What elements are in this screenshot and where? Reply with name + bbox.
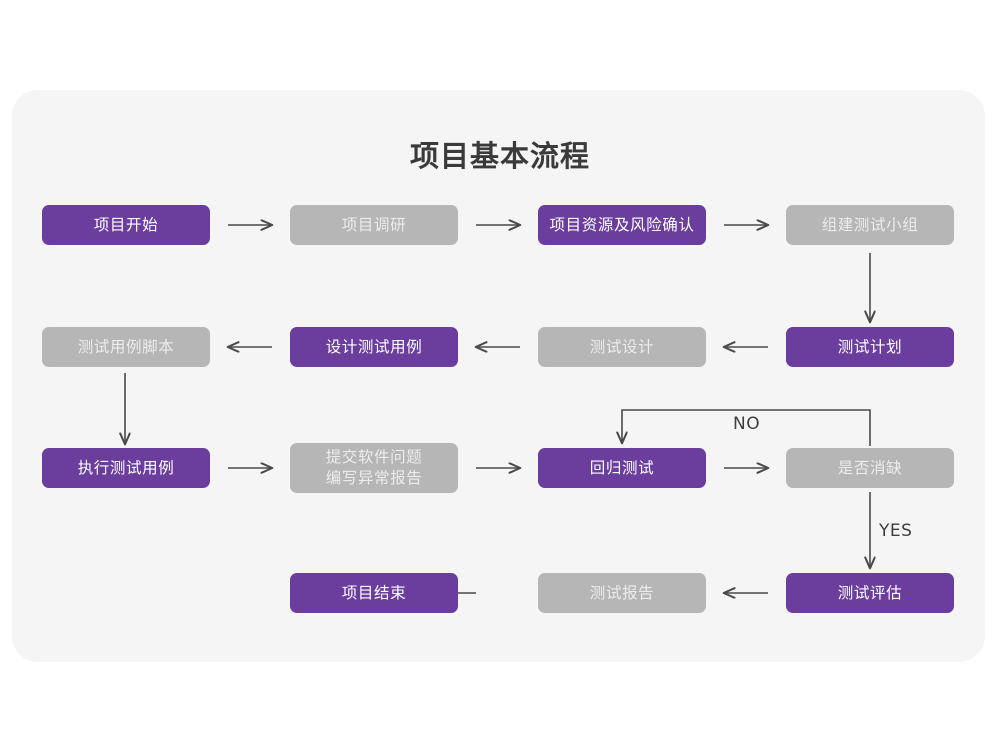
page-title: 项目基本流程 <box>409 139 590 173</box>
node-project-start[interactable]: 项目开始 <box>42 205 210 245</box>
node-test-report[interactable]: 测试报告 <box>538 573 706 613</box>
node-defect-resolved[interactable]: 是否消缺 <box>786 448 954 488</box>
node-test-plan[interactable]: 测试计划 <box>786 327 954 367</box>
edge-label-yes: YES <box>879 521 913 541</box>
node-project-research[interactable]: 项目调研 <box>290 205 458 245</box>
node-build-test-team[interactable]: 组建测试小组 <box>786 205 954 245</box>
node-test-evaluation[interactable]: 测试评估 <box>786 573 954 613</box>
node-execute-test-case[interactable]: 执行测试用例 <box>42 448 210 488</box>
node-regression-test[interactable]: 回归测试 <box>538 448 706 488</box>
node-project-end[interactable]: 项目结束 <box>290 573 458 613</box>
node-design-test-case[interactable]: 设计测试用例 <box>290 327 458 367</box>
node-test-design[interactable]: 测试设计 <box>538 327 706 367</box>
node-submit-defect-report[interactable]: 提交软件问题 编写异常报告 <box>290 443 458 493</box>
edge-label-no: NO <box>733 414 761 434</box>
node-test-case-script[interactable]: 测试用例脚本 <box>42 327 210 367</box>
flowchart-panel <box>12 90 985 662</box>
node-resource-risk-confirm[interactable]: 项目资源及风险确认 <box>538 205 706 245</box>
